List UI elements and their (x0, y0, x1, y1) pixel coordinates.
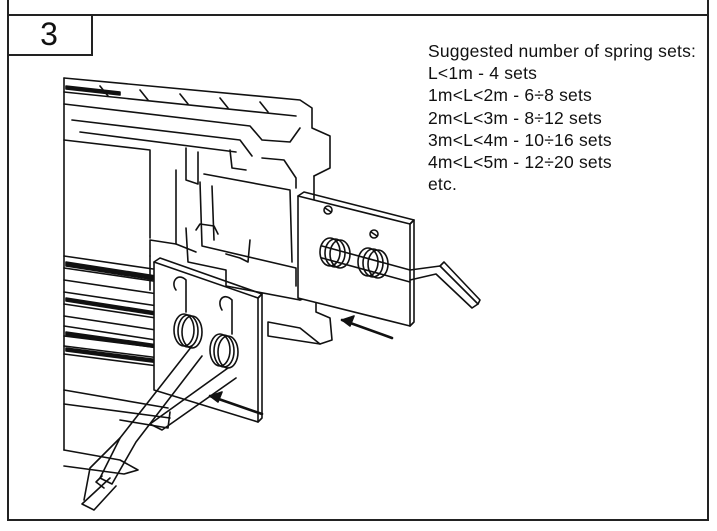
frame-top-rule (7, 14, 709, 16)
spec-row-5: 4m<L<5m - 12÷20 sets (428, 152, 612, 173)
spring-sets-spec: Suggested number of spring sets: L<1m - … (428, 40, 698, 195)
insert-arrow-lower (208, 391, 264, 416)
insert-arrow-upper (340, 315, 394, 340)
spec-row-2: 1m<L<2m - 6÷8 sets (428, 85, 592, 106)
instruction-frame (7, 0, 709, 521)
lower-spring-plate (81, 257, 263, 511)
spec-row-etc: etc. (428, 174, 458, 195)
aluminium-profile (63, 77, 333, 475)
upper-spring-plate (297, 191, 481, 327)
step-number: 3 (40, 15, 58, 52)
step-number-box: 3 (7, 14, 93, 56)
spec-row-1: L<1m - 4 sets (428, 63, 538, 84)
spec-title: Suggested number of spring sets: (428, 41, 697, 61)
spec-row-4: 3m<L<4m - 10÷16 sets (428, 129, 612, 150)
spec-row-3: 2m<L<3m - 8÷12 sets (428, 107, 602, 128)
